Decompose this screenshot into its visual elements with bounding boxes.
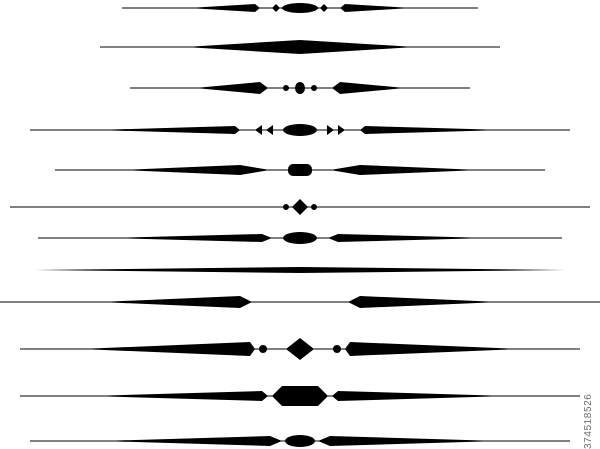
divider-ornament-2 bbox=[100, 40, 500, 54]
divider-ornament-5 bbox=[55, 164, 545, 176]
divider-ornament-4 bbox=[30, 124, 570, 136]
divider-ornament-10 bbox=[20, 338, 580, 360]
divider-ornament-6 bbox=[10, 199, 590, 215]
divider-ornament-12 bbox=[30, 435, 570, 447]
divider-ornament-3 bbox=[130, 82, 470, 94]
divider-ornament-8 bbox=[35, 267, 565, 273]
divider-ornament-9 bbox=[0, 296, 600, 308]
stock-image-id: 374518526 bbox=[583, 393, 594, 449]
divider-ornament-11 bbox=[20, 386, 580, 406]
divider-ornament-7 bbox=[38, 232, 562, 244]
divider-ornament-1 bbox=[122, 3, 478, 13]
